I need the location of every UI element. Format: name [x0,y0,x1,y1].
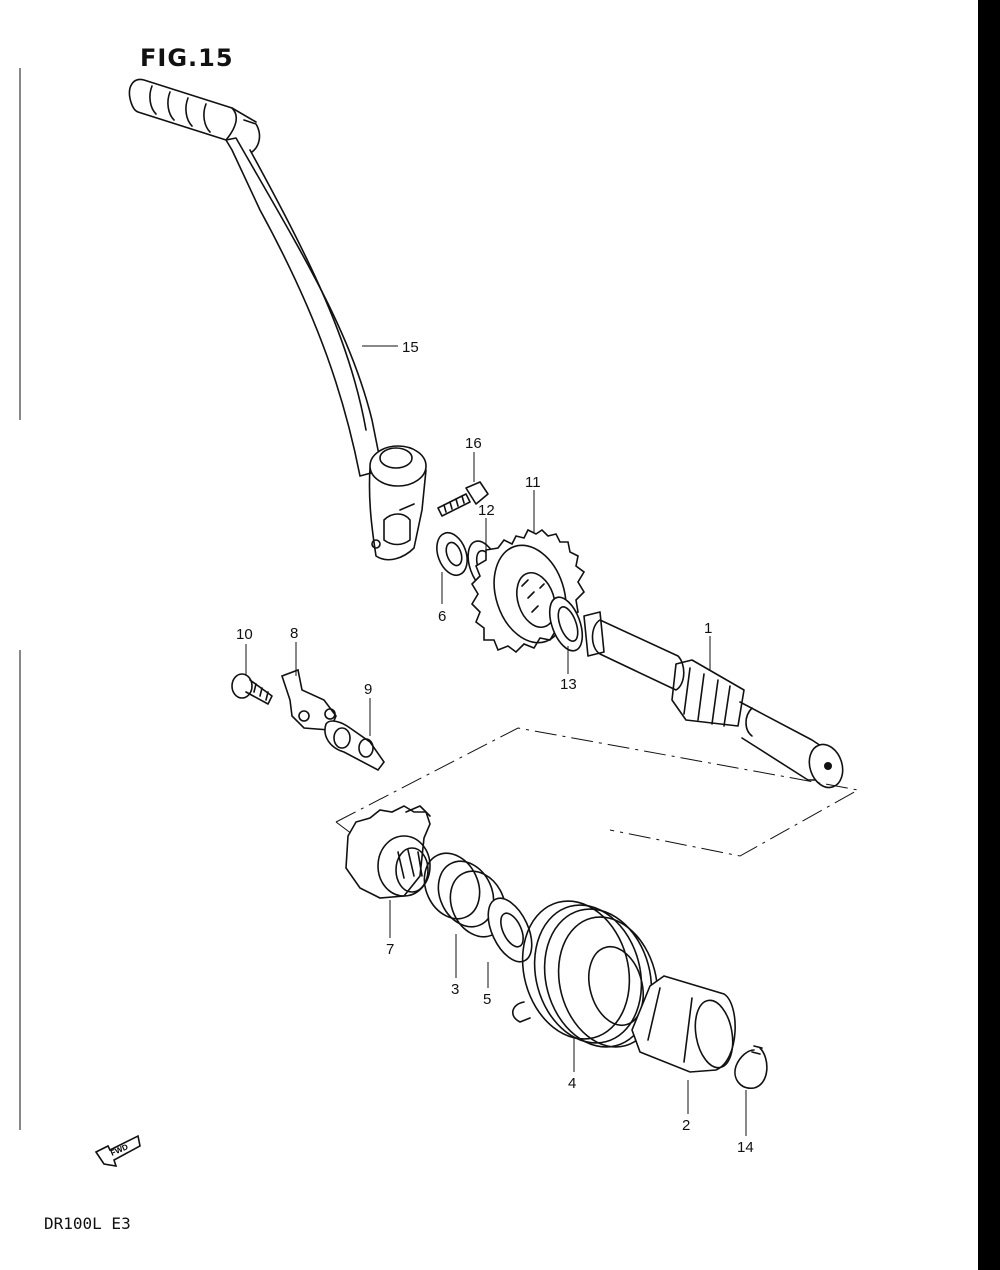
callout-8: 8 [290,625,298,642]
spring-guide [631,975,736,1073]
callout-1: 1 [704,620,712,637]
callout-11: 11 [525,474,541,491]
fwd-arrow-icon: FWD [94,1134,141,1168]
kick-starter-shaft [583,611,844,789]
callout-6: 6 [438,608,446,625]
callout-10: 10 [236,626,253,643]
kick-starter-lever [128,78,427,561]
guide-screw-10 [231,673,273,705]
kick-ratchet [345,805,431,899]
callout-13: 13 [560,676,577,693]
circlip [734,1045,768,1089]
return-spring [512,900,659,1048]
washer-13 [548,596,584,652]
detail-box-outline [335,727,860,857]
callout-leaders [245,345,747,1136]
callout-3: 3 [451,981,459,998]
scan-edge-bar [978,0,1000,1270]
callout-5: 5 [483,991,491,1008]
callout-9: 9 [364,681,372,698]
callout-12: 12 [478,502,495,519]
kick-guide-8 [280,668,337,731]
figure-title: FIG.15 [140,44,234,72]
model-code: DR100L E3 [44,1214,131,1233]
oil-seal [436,531,468,577]
callout-15: 15 [402,339,419,356]
callout-7: 7 [386,941,394,958]
callout-14: 14 [737,1139,754,1156]
guide-plate-9 [324,720,385,772]
washer-5 [487,897,533,963]
ratchet-spring [423,852,507,938]
callout-16: 16 [465,435,482,452]
callout-labels: 15 16 11 12 6 1 13 10 8 9 7 3 5 4 2 14 [236,339,754,1156]
lever-bolt [437,481,489,517]
callout-4: 4 [568,1075,576,1092]
callout-2: 2 [682,1117,690,1134]
